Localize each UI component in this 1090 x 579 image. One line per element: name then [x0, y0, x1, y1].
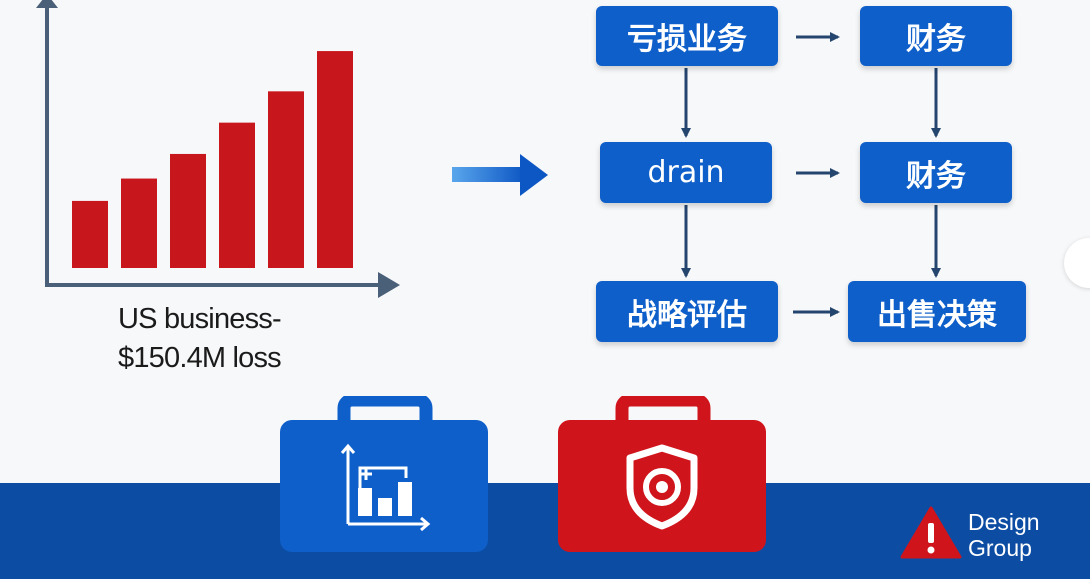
y-axis-arrowhead — [36, 0, 58, 8]
bar-2 — [121, 178, 157, 268]
chart-caption: US business- $150.4M loss — [118, 300, 348, 378]
flow-box-drain: drain — [600, 142, 772, 203]
bar-5 — [268, 91, 304, 268]
brand-name: Design Group — [968, 509, 1040, 561]
caption-line-2: $150.4M loss — [118, 342, 282, 374]
flow-box-strategic-review: 战略评估 — [596, 281, 778, 342]
flow-connectors — [681, 32, 941, 317]
bar-chart — [36, 0, 400, 298]
flow-box-sale-decision: 出售决策 — [848, 281, 1026, 342]
flow-box-finance-1: 财务 — [860, 6, 1012, 66]
right-arrow-icon — [452, 154, 548, 196]
bar-3 — [170, 153, 206, 268]
finance-briefcase-icon — [280, 396, 488, 552]
caption-line-1: US business- — [118, 303, 282, 335]
shield-briefcase-icon — [558, 396, 766, 552]
bar-4 — [219, 122, 255, 269]
brand-logo: Design Group — [900, 505, 1070, 565]
flow-box-finance-2: 财务 — [860, 142, 1012, 203]
footer-band — [0, 483, 1090, 579]
flow-box-loss-business: 亏损业务 — [596, 6, 778, 66]
brand-line-2: Group — [968, 535, 1032, 561]
bar-6 — [317, 51, 353, 269]
x-axis-arrowhead — [378, 272, 400, 298]
bar-1 — [72, 200, 108, 268]
brand-line-1: Design — [968, 509, 1040, 535]
bar-group — [72, 51, 353, 269]
warning-triangle-icon — [900, 506, 962, 559]
